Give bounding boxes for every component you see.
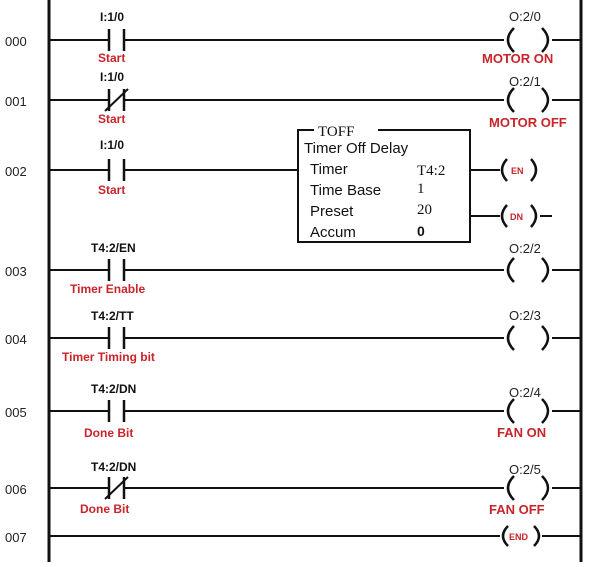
coil-address: O:2/0 — [509, 9, 541, 24]
rung-000: 000 I:1/0 Start O:2/0 MOTOR ON — [5, 9, 581, 66]
coil-label: MOTOR ON — [482, 51, 553, 66]
contact-address: T4:2/TT — [91, 309, 134, 323]
rung-number: 001 — [5, 94, 27, 109]
rung-006: 006 T4:2/DN Done Bit O:2/5 FAN OFF — [5, 460, 581, 517]
preset-value: 20 — [417, 202, 432, 218]
coil-label: FAN ON — [497, 425, 546, 440]
no-contact — [107, 327, 126, 349]
contact-address: T4:2/DN — [91, 382, 136, 396]
end-label: END — [509, 532, 529, 542]
rung-number: 004 — [5, 332, 27, 347]
en-label: EN — [511, 166, 524, 176]
timebase-label: Time Base — [310, 182, 381, 199]
output-coil — [506, 325, 550, 351]
output-coil — [506, 27, 550, 53]
coil-address: O:2/5 — [509, 462, 541, 477]
timer-block-title: TOFF — [318, 124, 354, 140]
rung-number: 000 — [5, 34, 27, 49]
en-output-coil: EN — [500, 158, 538, 182]
dn-label: DN — [510, 212, 523, 222]
contact-label: Timer Enable — [70, 282, 145, 296]
rung-number: 007 — [5, 530, 27, 545]
contact-label: Start — [98, 112, 125, 126]
timer-label: Timer — [310, 161, 348, 178]
rung-number: 005 — [5, 405, 27, 420]
output-coil — [506, 475, 550, 501]
rung-001: 001 I:1/0 Start O:2/1 MOTOR OFF — [5, 70, 581, 130]
contact-address: I:1/0 — [100, 138, 124, 152]
no-contact — [107, 259, 126, 281]
end-instruction: END — [501, 525, 541, 547]
accum-label: Accum — [310, 224, 356, 241]
timer-value: T4:2 — [417, 163, 445, 179]
coil-address: O:2/4 — [509, 385, 541, 400]
contact-address: I:1/0 — [100, 10, 124, 24]
coil-label: MOTOR OFF — [489, 115, 567, 130]
rung-007: 007 END — [5, 525, 581, 547]
output-coil — [506, 257, 550, 283]
rung-number: 006 — [5, 482, 27, 497]
timebase-value: 1 — [417, 181, 425, 197]
no-contact — [107, 29, 126, 51]
no-contact — [107, 159, 126, 181]
contact-label: Done Bit — [80, 502, 129, 516]
rung-002: 002 I:1/0 Start TOFF Timer Off Delay Tim… — [5, 122, 552, 243]
dn-output-coil: DN — [500, 204, 538, 228]
rung-number: 002 — [5, 164, 27, 179]
rung-number: 003 — [5, 264, 27, 279]
rung-005: 005 T4:2/DN Done Bit O:2/4 FAN ON — [5, 382, 581, 440]
coil-address: O:2/3 — [509, 308, 541, 323]
coil-address: O:2/2 — [509, 241, 541, 256]
timer-block-subtitle: Timer Off Delay — [304, 140, 409, 157]
preset-label: Preset — [310, 203, 354, 220]
output-coil — [506, 87, 550, 113]
rung-003: 003 T4:2/EN Timer Enable O:2/2 — [5, 241, 581, 296]
contact-label: Done Bit — [84, 426, 133, 440]
nc-contact — [104, 88, 129, 112]
no-contact — [107, 400, 126, 422]
nc-contact — [104, 476, 129, 500]
contact-label: Timer Timing bit — [62, 350, 155, 364]
contact-address: I:1/0 — [100, 70, 124, 84]
rung-004: 004 T4:2/TT Timer Timing bit O:2/3 — [5, 308, 581, 364]
coil-address: O:2/1 — [509, 74, 541, 89]
output-coil — [506, 398, 550, 424]
contact-label: Start — [98, 183, 125, 197]
accum-value: 0 — [417, 223, 425, 239]
coil-label: FAN OFF — [489, 502, 545, 517]
contact-label: Start — [98, 51, 125, 65]
contact-address: T4:2/DN — [91, 460, 136, 474]
contact-address: T4:2/EN — [91, 241, 136, 255]
toff-timer-block: TOFF Timer Off Delay Timer T4:2 Time Bas… — [297, 122, 471, 243]
